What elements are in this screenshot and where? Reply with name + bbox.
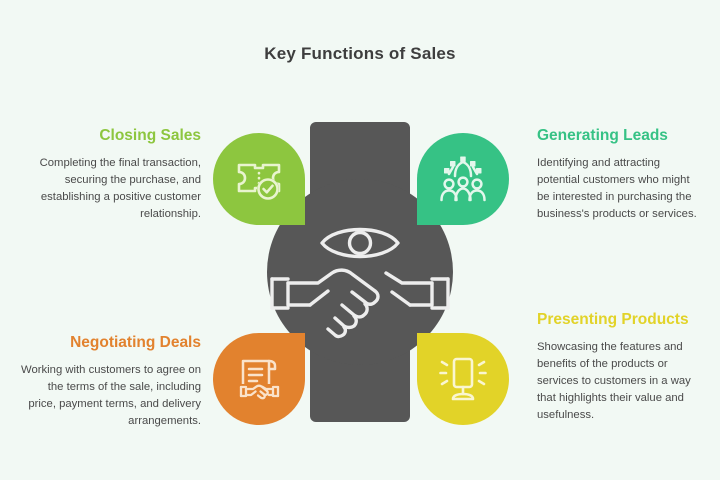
people-network-icon [440, 156, 486, 202]
body-generating-leads: Identifying and attracting potential cus… [537, 156, 697, 221]
block-negotiating-deals: Negotiating Deals Working with customers… [18, 333, 201, 430]
badge-closing-sales[interactable] [213, 133, 305, 225]
body-closing-sales: Completing the final transaction, securi… [39, 156, 201, 221]
badge-generating-leads[interactable] [417, 133, 509, 225]
block-generating-leads: Generating Leads Identifying and attract… [537, 126, 705, 223]
eye-icon [320, 227, 400, 259]
presentation-board-icon [439, 357, 487, 401]
block-presenting-products: Presenting Products Showcasing the featu… [537, 310, 705, 425]
heading-negotiating-deals: Negotiating Deals [70, 334, 201, 351]
heading-generating-leads: Generating Leads [537, 127, 668, 144]
body-presenting-products: Showcasing the features and benefits of … [537, 340, 691, 422]
block-closing-sales: Closing Sales Completing the final trans… [18, 126, 201, 223]
heading-closing-sales: Closing Sales [99, 127, 201, 144]
handshake-icon [270, 268, 450, 339]
page-title: Key Functions of Sales [264, 44, 456, 63]
badge-presenting-products[interactable] [417, 333, 509, 425]
body-negotiating-deals: Working with customers to agree on the t… [21, 363, 201, 428]
heading-presenting-products: Presenting Products [537, 311, 689, 328]
center-graphic [232, 122, 488, 422]
contract-handshake-icon [239, 359, 280, 401]
badge-negotiating-deals[interactable] [213, 333, 305, 425]
center-shape-group [267, 122, 453, 422]
ticket-check-icon [237, 163, 281, 200]
